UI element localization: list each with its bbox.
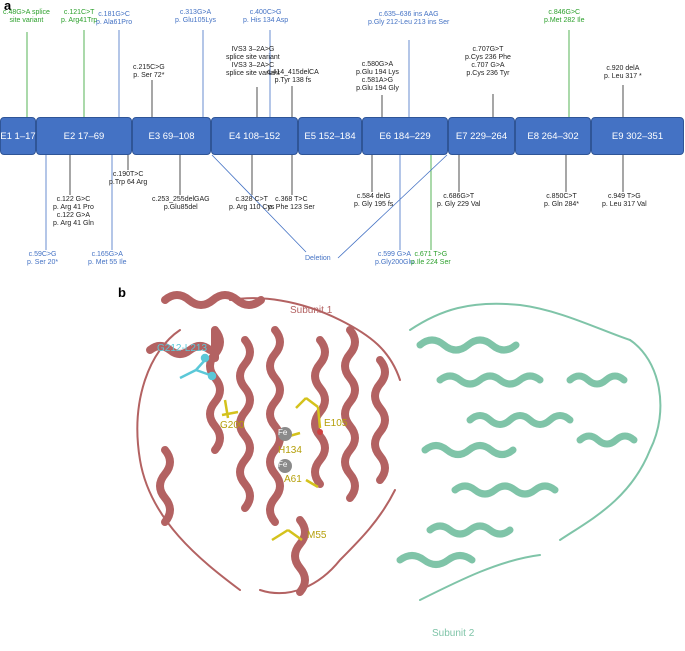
subunit-2-ribbon	[396, 302, 662, 601]
exon-e3: E3 69–108	[132, 117, 211, 155]
residue-e105	[295, 397, 323, 435]
connector-lines	[26, 30, 624, 259]
a61-label: A61	[284, 474, 302, 485]
exon-e8: E8 264–302	[515, 117, 591, 155]
m55-label: M55	[307, 530, 327, 541]
iron-atom-2	[278, 459, 292, 473]
subunit-2-label: Subunit 2	[432, 628, 475, 639]
exon-e6: E6 184–229	[362, 117, 448, 155]
deletion-line-left	[211, 154, 307, 253]
exon-e1: E1 1–17	[0, 117, 36, 155]
exon-e2: E2 17–69	[36, 117, 132, 155]
exon-e7: E7 229–264	[448, 117, 515, 155]
exon-e9: E9 302–351	[591, 117, 684, 155]
exon-e5: E5 152–184	[298, 117, 362, 155]
residue-a61	[305, 478, 319, 489]
h134-label: H134	[278, 445, 302, 456]
subunit-1-label: Subunit 1	[290, 305, 333, 316]
residue-m55	[271, 528, 303, 542]
residue-g200	[221, 399, 239, 419]
subunit-1-ribbon	[136, 291, 401, 596]
g212-l213-label: G212-L213	[157, 343, 208, 354]
exon-e4: E4 108–152	[211, 117, 298, 155]
iron-atom-1	[278, 427, 292, 441]
g200-label: G200	[220, 420, 245, 431]
mutation-label: Deletion	[305, 255, 331, 262]
panel-b-letter: b	[118, 285, 126, 300]
panel-a-letter: a	[4, 0, 12, 13]
fe-label-2: Fe	[278, 460, 288, 469]
residue-g212-l213	[179, 353, 217, 381]
e105-label: E105	[324, 418, 348, 429]
fe-label-1: Fe	[278, 428, 288, 437]
deletion-line-right	[337, 154, 448, 259]
